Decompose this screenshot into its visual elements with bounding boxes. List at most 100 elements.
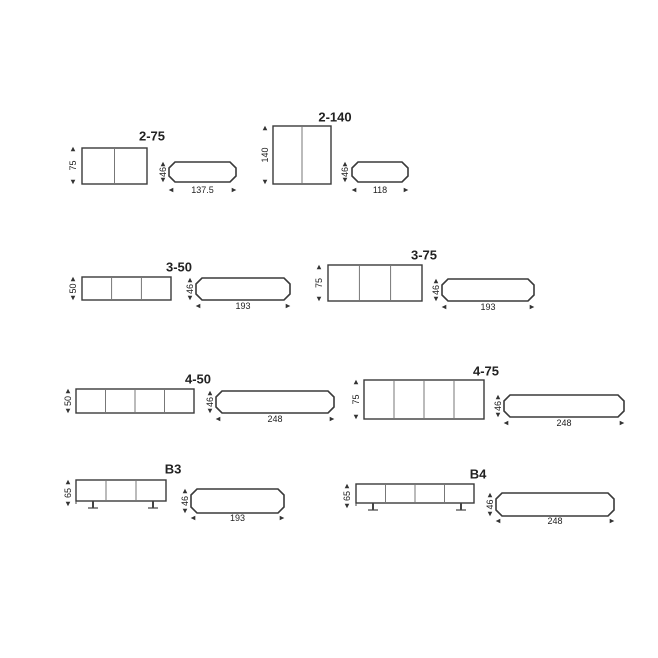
depth-dimension-label: 46 <box>205 397 215 407</box>
width-dimension-arrow-left <box>495 518 501 524</box>
module-title: 3-50 <box>166 260 192 275</box>
depth-dimension-arrow-top <box>433 278 439 284</box>
height-dimension-label: 50 <box>63 396 73 406</box>
front-view <box>272 125 332 185</box>
depth-dimension-arrow-bottom <box>182 508 188 514</box>
top-view <box>168 161 237 183</box>
width-dimension-label: 193 <box>235 301 250 311</box>
height-dimension-arrow-bottom <box>65 408 71 414</box>
width-dimension-arrow-right <box>403 187 409 193</box>
height-dimension-arrow-bottom <box>344 503 350 509</box>
width-dimension-arrow-right <box>279 515 285 521</box>
width-dimension-arrow-right <box>619 420 625 426</box>
module-title: 3-75 <box>411 248 437 263</box>
depth-dimension-label: 46 <box>431 285 441 295</box>
height-dimension-arrow-top <box>70 276 76 282</box>
height-dimension-label: 65 <box>342 491 352 501</box>
height-dimension-arrow-bottom <box>70 295 76 301</box>
module-title: 2-75 <box>139 129 165 144</box>
height-dimension-arrow-bottom <box>65 501 71 507</box>
module-2-75: 2-75 75 46 137.5 <box>68 129 237 195</box>
height-dimension-label: 75 <box>314 278 324 288</box>
width-dimension-arrow-right <box>329 416 335 422</box>
cabinet-body <box>363 379 485 420</box>
width-dimension-label: 248 <box>267 414 282 424</box>
height-dimension-label: 50 <box>68 283 78 293</box>
width-dimension-arrow-right <box>231 187 237 193</box>
width-dimension-arrow-left <box>351 187 357 193</box>
depth-dimension-arrow-bottom <box>342 177 348 183</box>
width-dimension-arrow-left <box>168 187 174 193</box>
top-view <box>215 390 335 414</box>
depth-dimension-arrow-top <box>187 277 193 283</box>
top-view <box>351 161 409 183</box>
depth-dimension-arrow-bottom <box>187 295 193 301</box>
top-view <box>190 488 285 514</box>
cabinet-body <box>81 147 148 185</box>
front-view <box>81 276 172 301</box>
height-dimension-arrow-top <box>353 379 359 385</box>
width-dimension-label: 248 <box>556 418 571 428</box>
width-dimension-arrow-left <box>441 304 447 310</box>
depth-dimension-arrow-bottom <box>433 296 439 302</box>
height-dimension-arrow-bottom <box>316 296 322 302</box>
cabinet-body <box>355 483 475 504</box>
leg <box>460 503 462 510</box>
height-dimension-arrow-top <box>65 479 71 485</box>
depth-dimension-arrow-top <box>182 488 188 494</box>
module-title: B4 <box>470 467 487 482</box>
cabinet-body <box>75 388 195 414</box>
cabinet-body <box>81 276 172 301</box>
top-view <box>495 492 615 517</box>
front-view <box>327 264 423 302</box>
depth-dimension-arrow-top <box>342 161 348 167</box>
front-view <box>355 483 475 511</box>
height-dimension-arrow-top <box>262 125 268 131</box>
top-view <box>503 394 625 418</box>
depth-dimension-arrow-top <box>207 390 213 396</box>
depth-dimension-label: 46 <box>340 167 350 177</box>
depth-dimension-arrow-top <box>495 394 501 400</box>
height-dimension-label: 75 <box>351 394 361 404</box>
height-dimension-arrow-top <box>70 146 76 152</box>
module-3-75: 3-75 75 46 193 <box>314 248 535 312</box>
width-dimension-arrow-right <box>285 303 291 309</box>
leg <box>92 501 94 508</box>
module-title: 4-75 <box>473 364 499 379</box>
front-view <box>81 147 148 185</box>
height-dimension-arrow-bottom <box>70 179 76 185</box>
depth-dimension-label: 46 <box>158 167 168 177</box>
depth-dimension-label: 46 <box>185 284 195 294</box>
width-dimension-arrow-left <box>503 420 509 426</box>
height-dimension-arrow-bottom <box>353 414 359 420</box>
height-dimension-arrow-bottom <box>262 179 268 185</box>
height-dimension-label: 75 <box>68 160 78 170</box>
module-title: 2-140 <box>318 110 351 125</box>
height-dimension-label: 140 <box>260 147 270 162</box>
height-dimension-arrow-top <box>65 388 71 394</box>
width-dimension-arrow-right <box>609 518 615 524</box>
depth-dimension-arrow-bottom <box>160 177 166 183</box>
width-dimension-label: 137.5 <box>191 185 214 195</box>
height-dimension-arrow-top <box>316 264 322 270</box>
front-view <box>363 379 485 420</box>
depth-dimension-arrow-top <box>487 492 493 498</box>
width-dimension-arrow-left <box>195 303 201 309</box>
depth-dimension-label: 46 <box>485 499 495 509</box>
front-view <box>75 479 167 509</box>
top-view <box>195 277 291 301</box>
height-dimension-arrow-top <box>344 483 350 489</box>
depth-dimension-arrow-bottom <box>487 511 493 517</box>
width-dimension-arrow-right <box>529 304 535 310</box>
depth-dimension-arrow-bottom <box>495 412 501 418</box>
depth-dimension-arrow-top <box>160 161 166 167</box>
cabinet-body <box>75 479 167 502</box>
width-dimension-label: 193 <box>480 302 495 312</box>
leg <box>152 501 154 508</box>
module-3-50: 3-50 50 46 193 <box>68 260 291 311</box>
